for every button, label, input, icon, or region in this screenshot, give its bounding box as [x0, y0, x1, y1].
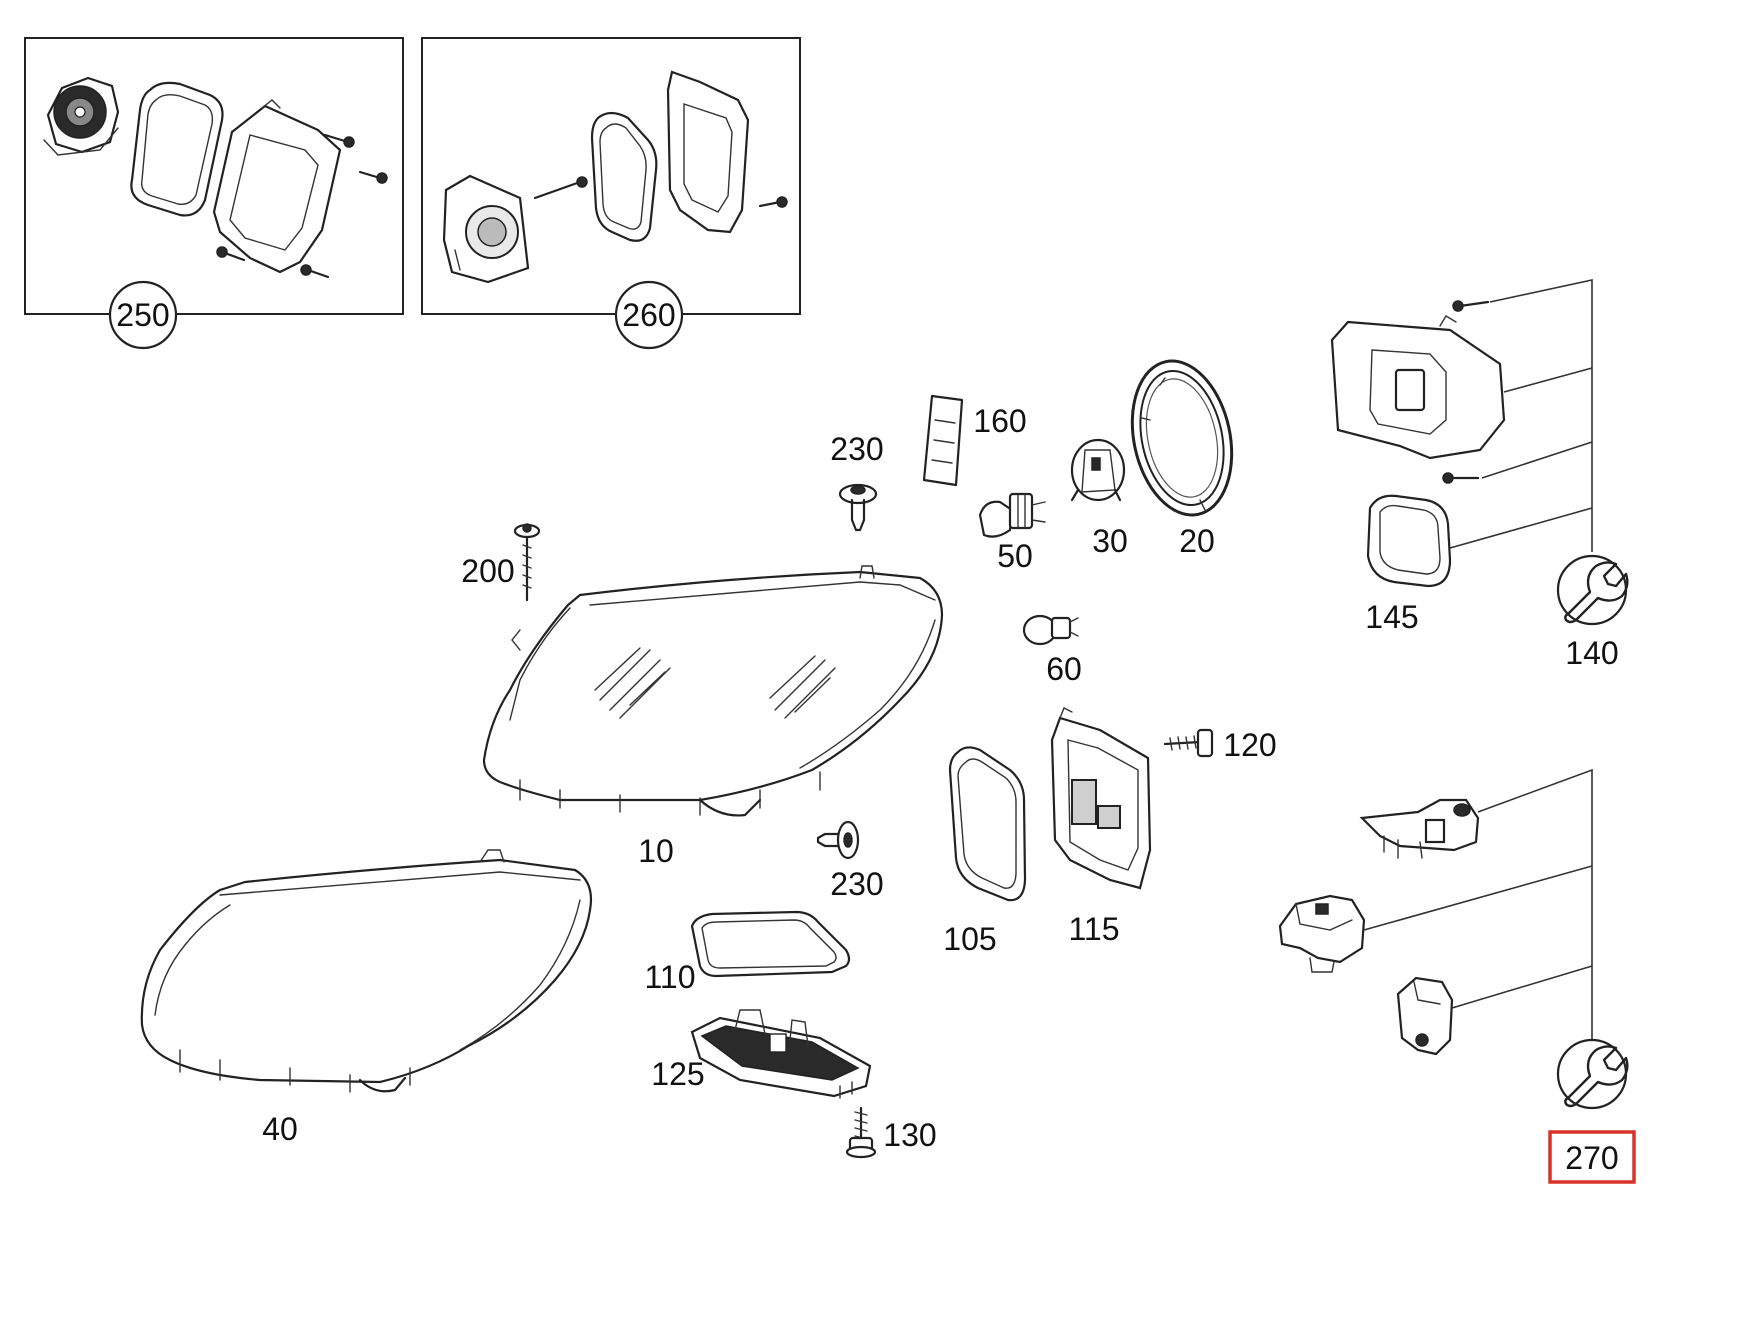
part-label-120[interactable]: 120: [1223, 727, 1276, 763]
part-label-270[interactable]: 270: [1565, 1140, 1618, 1176]
part-label-160[interactable]: 160: [973, 403, 1026, 439]
cover-ring-20: [1130, 359, 1234, 517]
part-label-260[interactable]: 260: [622, 297, 675, 333]
bulb-50: [978, 492, 1046, 538]
gasket-110: [690, 910, 851, 978]
part-label-30[interactable]: 30: [1092, 523, 1128, 559]
bracket-270-c: [1396, 976, 1454, 1056]
screw-200: [513, 523, 541, 602]
kit-270: [1278, 768, 1636, 1184]
control-unit-115: [1050, 707, 1152, 890]
part-label-130[interactable]: 130: [883, 1117, 936, 1153]
screws-250: [216, 133, 388, 279]
part-label-125[interactable]: 125: [651, 1056, 704, 1092]
led-module-125: [690, 1009, 872, 1099]
bracket-270-a: [1359, 798, 1480, 859]
part-label-230-upper[interactable]: 230: [830, 431, 883, 467]
part-label-50[interactable]: 50: [997, 538, 1033, 574]
frame-250: [212, 99, 342, 274]
part-label-115[interactable]: 115: [1068, 911, 1119, 947]
inset-box-250: 250: [24, 37, 404, 350]
bulb-60: [1022, 614, 1079, 646]
headlamp-lens-10: [482, 565, 944, 817]
kit-140: [1330, 279, 1629, 626]
part-label-105[interactable]: 105: [943, 921, 996, 957]
inset-box-260: 260: [421, 37, 801, 350]
gasket-250: [130, 81, 224, 217]
screw-120: [1163, 728, 1214, 758]
part-label-230-lower[interactable]: 230: [830, 866, 883, 902]
wrench-icon: [1564, 561, 1629, 624]
clip-230-lower: [816, 820, 860, 860]
part-label-140[interactable]: 140: [1565, 635, 1618, 671]
label-sticker-160: [922, 394, 964, 487]
part-label-10[interactable]: 10: [638, 833, 674, 869]
part-label-250[interactable]: 250: [116, 297, 169, 333]
wrench-icon: [1564, 1045, 1629, 1108]
housing-40: [140, 849, 593, 1093]
screw-260-a: [533, 180, 582, 200]
part-label-20[interactable]: 20: [1179, 523, 1215, 559]
adjuster-motor-260: [442, 174, 530, 284]
bracket-270-b: [1278, 894, 1366, 973]
highlight-box-270: [1548, 1130, 1636, 1184]
part-label-40[interactable]: 40: [262, 1111, 298, 1147]
frame-260: [666, 70, 750, 234]
bulb-holder-30: [1070, 438, 1126, 502]
callout-circle-260: [614, 280, 684, 350]
gasket-145: [1366, 494, 1452, 588]
adjuster-motor-250: [43, 76, 120, 156]
callout-circle-250: [108, 280, 178, 350]
clip-230-upper: [838, 483, 878, 532]
part-label-60[interactable]: 60: [1046, 651, 1082, 687]
gasket-260: [590, 111, 658, 242]
part-label-200[interactable]: 200: [461, 553, 514, 589]
screw-130: [845, 1106, 877, 1159]
part-label-110[interactable]: 110: [644, 959, 695, 995]
gasket-105: [948, 746, 1027, 902]
part-label-145[interactable]: 145: [1365, 599, 1418, 635]
